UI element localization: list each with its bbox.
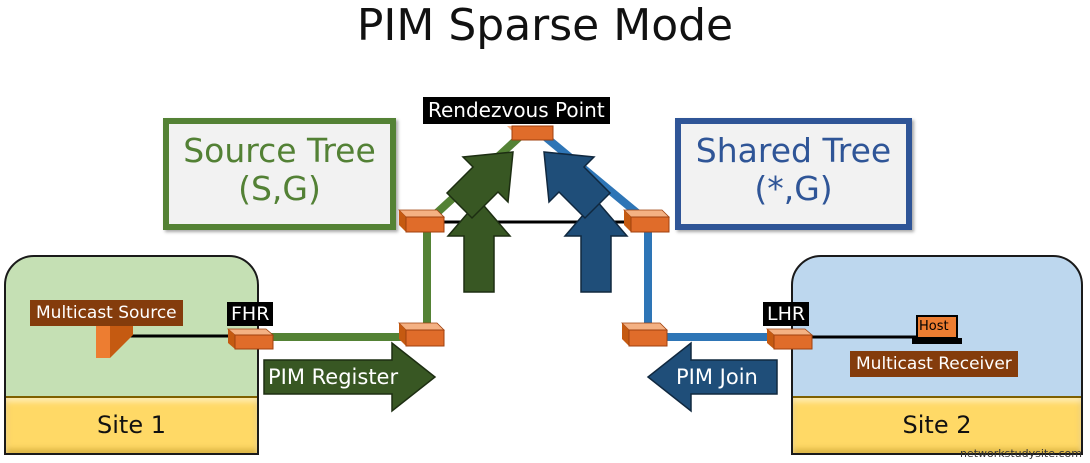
router-bottom-left — [398, 322, 445, 347]
router-top-right — [623, 209, 670, 233]
rendezvous-point-label: Rendezvous Point — [423, 97, 610, 124]
fhr-label: FHR — [227, 302, 274, 326]
source-tree-box: Source Tree (S,G) — [163, 118, 396, 230]
multicast-receiver-label: Multicast Receiver — [850, 351, 1018, 377]
router-fhr — [226, 328, 275, 350]
router-bottom-right — [621, 322, 668, 347]
multicast-source-label: Multicast Source — [30, 300, 183, 326]
router-lhr — [765, 328, 814, 350]
pim-join-arrow — [646, 341, 778, 413]
router-top-left — [398, 209, 445, 233]
source-tree-title: Source Tree — [183, 131, 376, 170]
source-tree-diagonal-arrow — [445, 151, 514, 220]
site-2-panel: Site 2 — [791, 255, 1083, 455]
site-1-label: Site 1 — [6, 396, 257, 453]
shared-tree-diagonal-arrow — [543, 151, 612, 220]
shared-tree-box: Shared Tree (*,G) — [675, 118, 912, 230]
pim-join-up-arrow — [563, 198, 629, 293]
pim-register-arrow — [263, 341, 437, 413]
page-title: PIM Sparse Mode — [356, 0, 734, 51]
shared-tree-notation: (*,G) — [754, 169, 833, 208]
pim-register-label: PIM Register — [268, 365, 399, 389]
watermark: networkstudysite.com — [959, 447, 1082, 460]
pim-register-up-arrow — [446, 198, 512, 293]
site-1-panel: Site 1 — [4, 255, 259, 455]
site-2-label: Site 2 — [793, 396, 1081, 453]
source-tree-notation: (S,G) — [238, 169, 321, 208]
host-laptop-icon — [912, 315, 962, 344]
router-rendezvous-point — [507, 125, 554, 141]
shared-tree-title: Shared Tree — [695, 131, 892, 170]
lhr-label: LHR — [763, 302, 810, 326]
host-label: Host — [919, 319, 949, 334]
pim-join-label: PIM Join — [676, 365, 758, 389]
